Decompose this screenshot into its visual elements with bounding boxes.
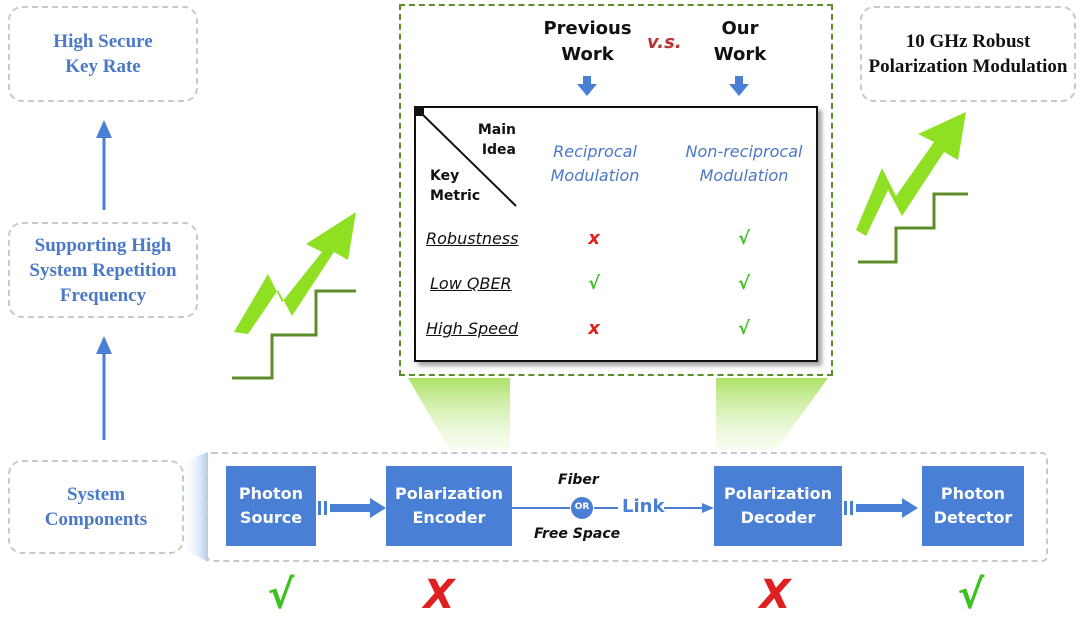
- metric-low-qber: Low QBER: [430, 274, 512, 293]
- vs-label: v.s.: [647, 32, 682, 53]
- robust-modulation-label: 10 GHz Robust Polarization Modulation: [868, 31, 1068, 77]
- beam-left: [408, 378, 510, 450]
- side-connector: [182, 452, 208, 562]
- secure-key-rate-box: High Secure Key Rate: [8, 6, 198, 102]
- polarization-encoder-status: X: [423, 572, 455, 618]
- metric-robustness: Robustness: [426, 229, 519, 248]
- repetition-frequency-label: Supporting High System Repetition Freque…: [29, 234, 177, 306]
- corner-top-label: Main Idea: [477, 122, 516, 158]
- growth-arrow-left: [232, 212, 356, 380]
- link-free-space-label: Free Space: [534, 526, 621, 542]
- link-label: Link: [622, 496, 665, 517]
- idea-previous: Reciprocal Modulation: [550, 142, 640, 185]
- photon-source-block: Photon Source: [226, 466, 316, 546]
- previous-qber-mark: √: [587, 273, 600, 294]
- connector-encoder-decoder: [512, 497, 714, 519]
- corner-square: [416, 108, 424, 116]
- system-components-box: System Components: [8, 460, 184, 554]
- up-arrow-bottom: [96, 336, 112, 440]
- metric-high-speed: High Speed: [426, 319, 519, 338]
- up-arrow-top: [96, 120, 112, 210]
- our-work-header: Our Work: [713, 18, 767, 65]
- polarization-encoder-block: Polarization Encoder: [386, 466, 512, 546]
- photon-detector-block: Photon Detector: [922, 466, 1024, 546]
- corner-diagonal: [419, 111, 517, 207]
- photon-detector-status: √: [957, 572, 985, 618]
- down-arrow-ours: [729, 76, 749, 96]
- ours-robustness-mark: √: [737, 228, 750, 249]
- polarization-decoder-status: X: [759, 572, 791, 618]
- beam-right: [716, 378, 828, 450]
- components-bar: [206, 452, 1048, 562]
- ours-speed-mark: √: [737, 318, 750, 339]
- comparison-frame: [399, 4, 833, 376]
- system-components-label: System Components: [44, 484, 148, 530]
- robust-modulation-box: 10 GHz Robust Polarization Modulation: [860, 6, 1076, 102]
- connector-decoder-detector: [844, 498, 918, 518]
- corner-bottom-label: Key Metric: [430, 168, 481, 204]
- down-arrow-previous: [577, 76, 597, 96]
- previous-speed-mark: x: [588, 318, 600, 339]
- idea-ours: Non-reciprocal Modulation: [685, 142, 803, 185]
- polarization-decoder-block: Polarization Decoder: [714, 466, 842, 546]
- link-or-label: OR: [574, 502, 590, 512]
- photon-source-label: Photon Source: [238, 484, 304, 527]
- comparison-table: [414, 106, 818, 362]
- secure-key-rate-label: High Secure Key Rate: [53, 31, 153, 77]
- previous-work-header: Previous Work: [543, 18, 632, 65]
- growth-arrow-right: [856, 112, 968, 264]
- connector-source-encoder: [318, 498, 386, 518]
- previous-robustness-mark: x: [588, 228, 600, 249]
- polarization-decoder-label: Polarization Decoder: [724, 484, 832, 527]
- link-fiber-label: Fiber: [558, 472, 599, 488]
- repetition-frequency-box: Supporting High System Repetition Freque…: [8, 222, 198, 318]
- polarization-encoder-label: Polarization Encoder: [395, 484, 503, 527]
- photon-detector-label: Photon Detector: [933, 484, 1013, 527]
- ours-qber-mark: √: [737, 273, 750, 294]
- photon-source-status: √: [267, 572, 295, 618]
